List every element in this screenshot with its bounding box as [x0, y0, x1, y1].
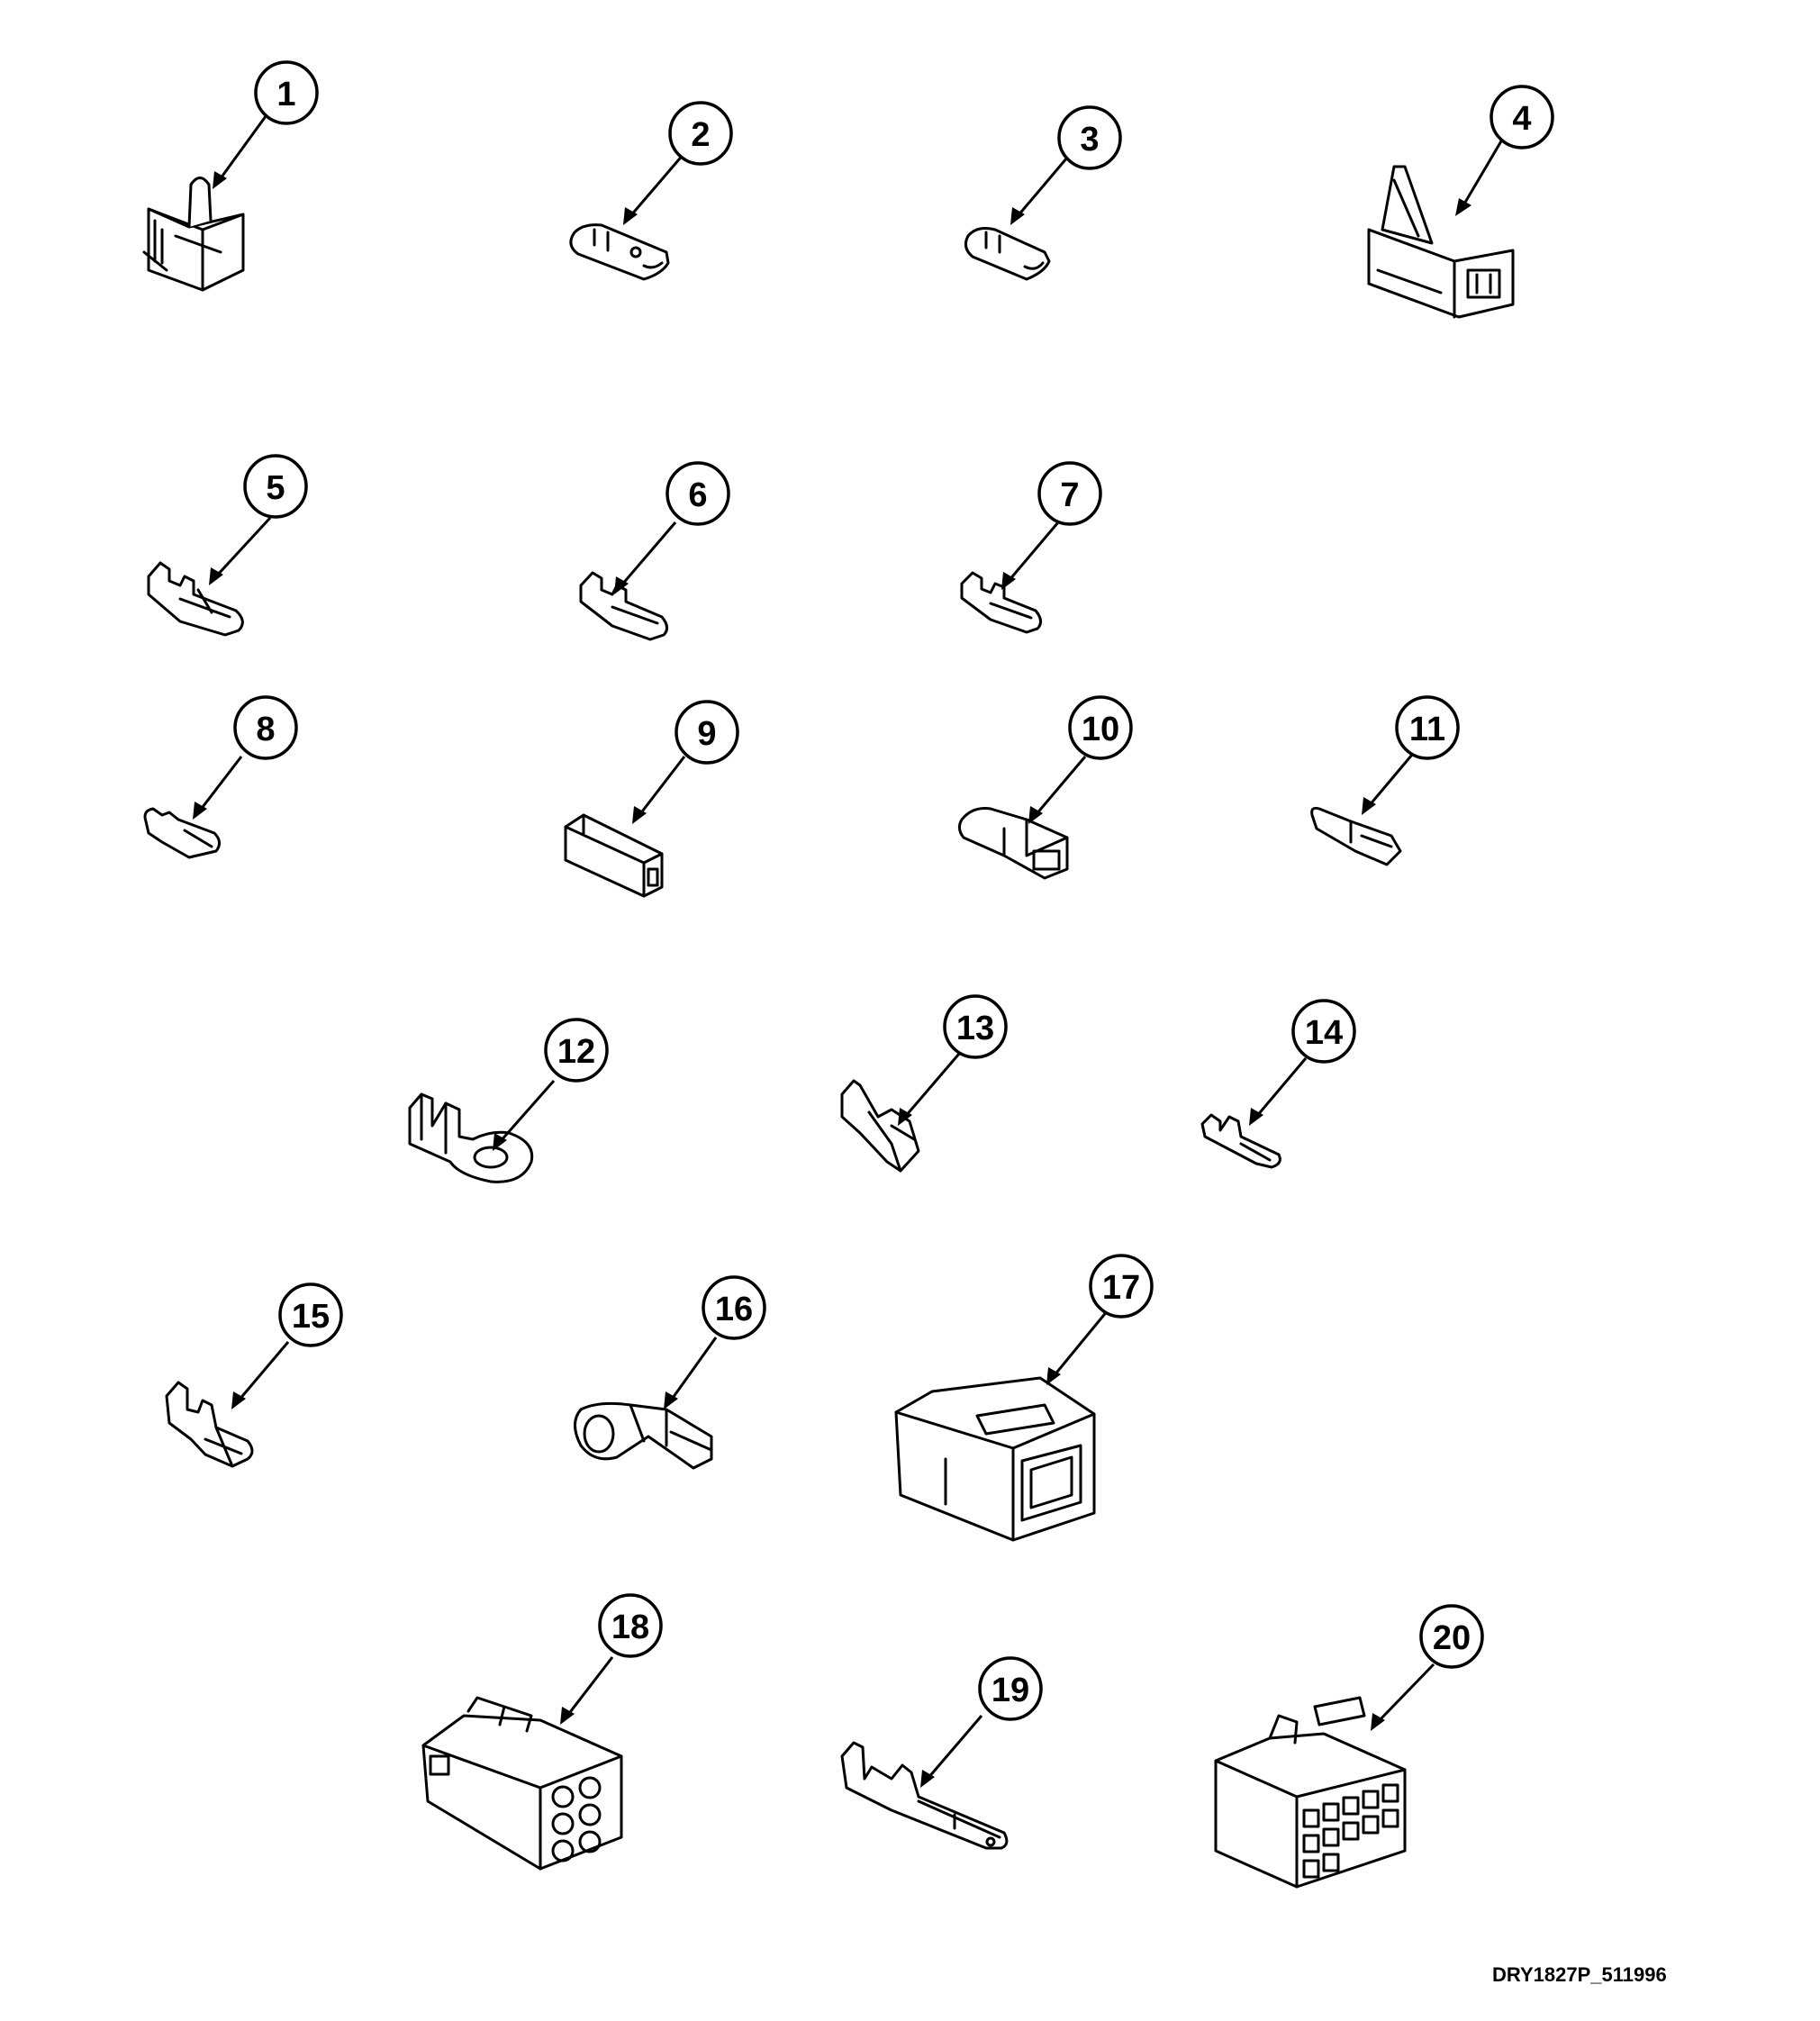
callout-1: 1: [254, 60, 319, 125]
part-4-drawing: [1367, 165, 1515, 319]
callout-4: 4: [1490, 85, 1554, 150]
callout-9: 9: [675, 700, 739, 765]
callout-label: 5: [266, 469, 285, 507]
callout-16: 16: [702, 1275, 766, 1340]
part-18-drawing: [421, 1696, 623, 1871]
callout-14: 14: [1291, 999, 1356, 1064]
part-8-drawing: [143, 807, 221, 859]
callout-label: 6: [688, 476, 707, 514]
part-7-drawing: [960, 571, 1042, 634]
callout-label: 7: [1060, 476, 1079, 514]
callout-2: 2: [668, 101, 733, 166]
callout-label: 12: [557, 1033, 595, 1071]
callout-label: 14: [1305, 1014, 1343, 1052]
callout-label: 3: [1080, 121, 1099, 159]
part-9-drawing: [564, 813, 664, 898]
part-5-drawing: [147, 561, 244, 637]
callout-label: 8: [256, 711, 275, 748]
callout-label: 15: [292, 1298, 330, 1336]
callout-label: 19: [991, 1672, 1029, 1709]
callout-12: 12: [544, 1018, 609, 1083]
callout-8: 8: [233, 695, 298, 760]
callout-3: 3: [1057, 105, 1122, 170]
part-12-drawing: [408, 1092, 534, 1183]
drawing-code: DRY1827P_511996: [1492, 1963, 1667, 1986]
part-19-drawing: [840, 1741, 1009, 1850]
callout-13: 13: [943, 994, 1008, 1059]
callout-17: 17: [1089, 1254, 1154, 1319]
callout-6: 6: [666, 461, 730, 526]
part-16-drawing: [574, 1401, 713, 1470]
callout-18: 18: [598, 1593, 663, 1658]
callout-label: 11: [1409, 711, 1445, 748]
callout-label: 17: [1102, 1269, 1140, 1307]
callout-label: 20: [1433, 1619, 1471, 1657]
callout-10: 10: [1068, 695, 1133, 760]
part-10-drawing: [957, 807, 1069, 880]
callout-5: 5: [243, 454, 308, 519]
part-20-drawing: [1214, 1696, 1407, 1889]
callout-label: 4: [1512, 100, 1531, 138]
part-1-drawing: [142, 177, 245, 292]
callout-label: 10: [1082, 711, 1119, 748]
callout-label: 1: [276, 76, 295, 113]
part-3-drawing: [964, 227, 1051, 281]
callout-11: 11: [1395, 695, 1460, 760]
callout-label: 13: [956, 1010, 994, 1047]
callout-19: 19: [978, 1656, 1043, 1721]
pin-cavity-grid: [1302, 1783, 1399, 1879]
part-14-drawing: [1200, 1113, 1281, 1169]
part-11-drawing: [1310, 806, 1402, 866]
part-13-drawing: [840, 1079, 920, 1173]
part-15-drawing: [165, 1381, 254, 1468]
callout-20: 20: [1419, 1604, 1484, 1669]
callout-15: 15: [278, 1282, 343, 1347]
callout-label: 9: [697, 715, 716, 753]
part-2-drawing: [569, 223, 670, 281]
part-17-drawing: [894, 1376, 1096, 1542]
callout-label: 18: [611, 1609, 649, 1646]
callout-label: 2: [691, 116, 710, 154]
part-6-drawing: [579, 571, 668, 641]
callout-label: 16: [715, 1291, 753, 1328]
callout-7: 7: [1037, 461, 1102, 526]
